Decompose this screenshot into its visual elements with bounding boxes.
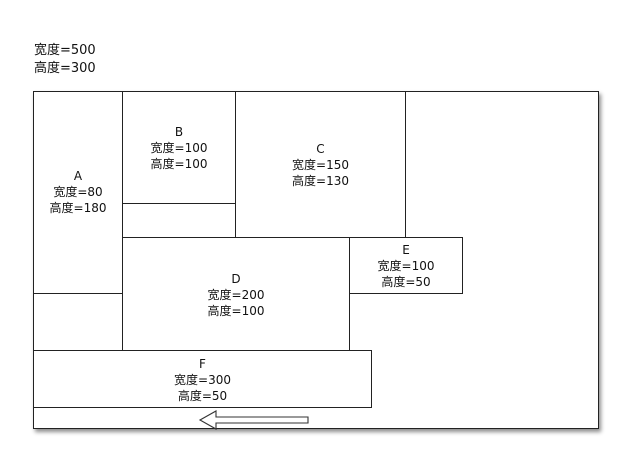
box-a-label: A 宽度=80 高度=180 [34, 168, 122, 216]
box-d-height: 高度=100 [207, 304, 265, 318]
box-a-name: A [73, 169, 83, 183]
box-a: A 宽度=80 高度=180 [33, 91, 123, 294]
box-f-label: F 宽度=300 高度=50 [34, 356, 371, 404]
box-d-width: 宽度=200 [207, 288, 265, 302]
box-b-name: B [174, 125, 184, 139]
box-b-label: B 宽度=100 高度=100 [123, 124, 235, 172]
box-d-label: D 宽度=200 高度=100 [123, 271, 349, 319]
left-arrow-icon [198, 410, 309, 430]
box-b-height: 高度=100 [150, 157, 208, 171]
box-a-width: 宽度=80 [53, 185, 103, 199]
box-e-label: E 宽度=100 高度=50 [350, 242, 462, 290]
box-d-name: D [231, 272, 241, 286]
box-c-label: C 宽度=150 高度=130 [236, 141, 405, 189]
box-a-height: 高度=180 [49, 201, 107, 215]
box-f-name: F [199, 357, 206, 371]
container-height-label: 高度=300 [34, 61, 96, 76]
box-d: D 宽度=200 高度=100 [122, 237, 350, 351]
box-c: C 宽度=150 高度=130 [235, 91, 406, 238]
box-b-width: 宽度=100 [150, 141, 208, 155]
box-c-name: C [316, 142, 325, 156]
container-dimensions: 宽度=500 高度=300 [34, 42, 96, 78]
container-width-label: 宽度=500 [34, 43, 96, 58]
box-c-width: 宽度=150 [292, 158, 349, 172]
box-e-height: 高度=50 [381, 275, 431, 289]
box-e-name: E [402, 243, 410, 257]
box-b: B 宽度=100 高度=100 [122, 91, 236, 204]
box-c-height: 高度=130 [292, 174, 349, 188]
box-f-height: 高度=50 [177, 389, 228, 403]
box-f: F 宽度=300 高度=50 [33, 350, 372, 408]
box-e-width: 宽度=100 [377, 259, 435, 273]
box-f-width: 宽度=300 [174, 373, 231, 387]
box-e: E 宽度=100 高度=50 [349, 237, 463, 294]
